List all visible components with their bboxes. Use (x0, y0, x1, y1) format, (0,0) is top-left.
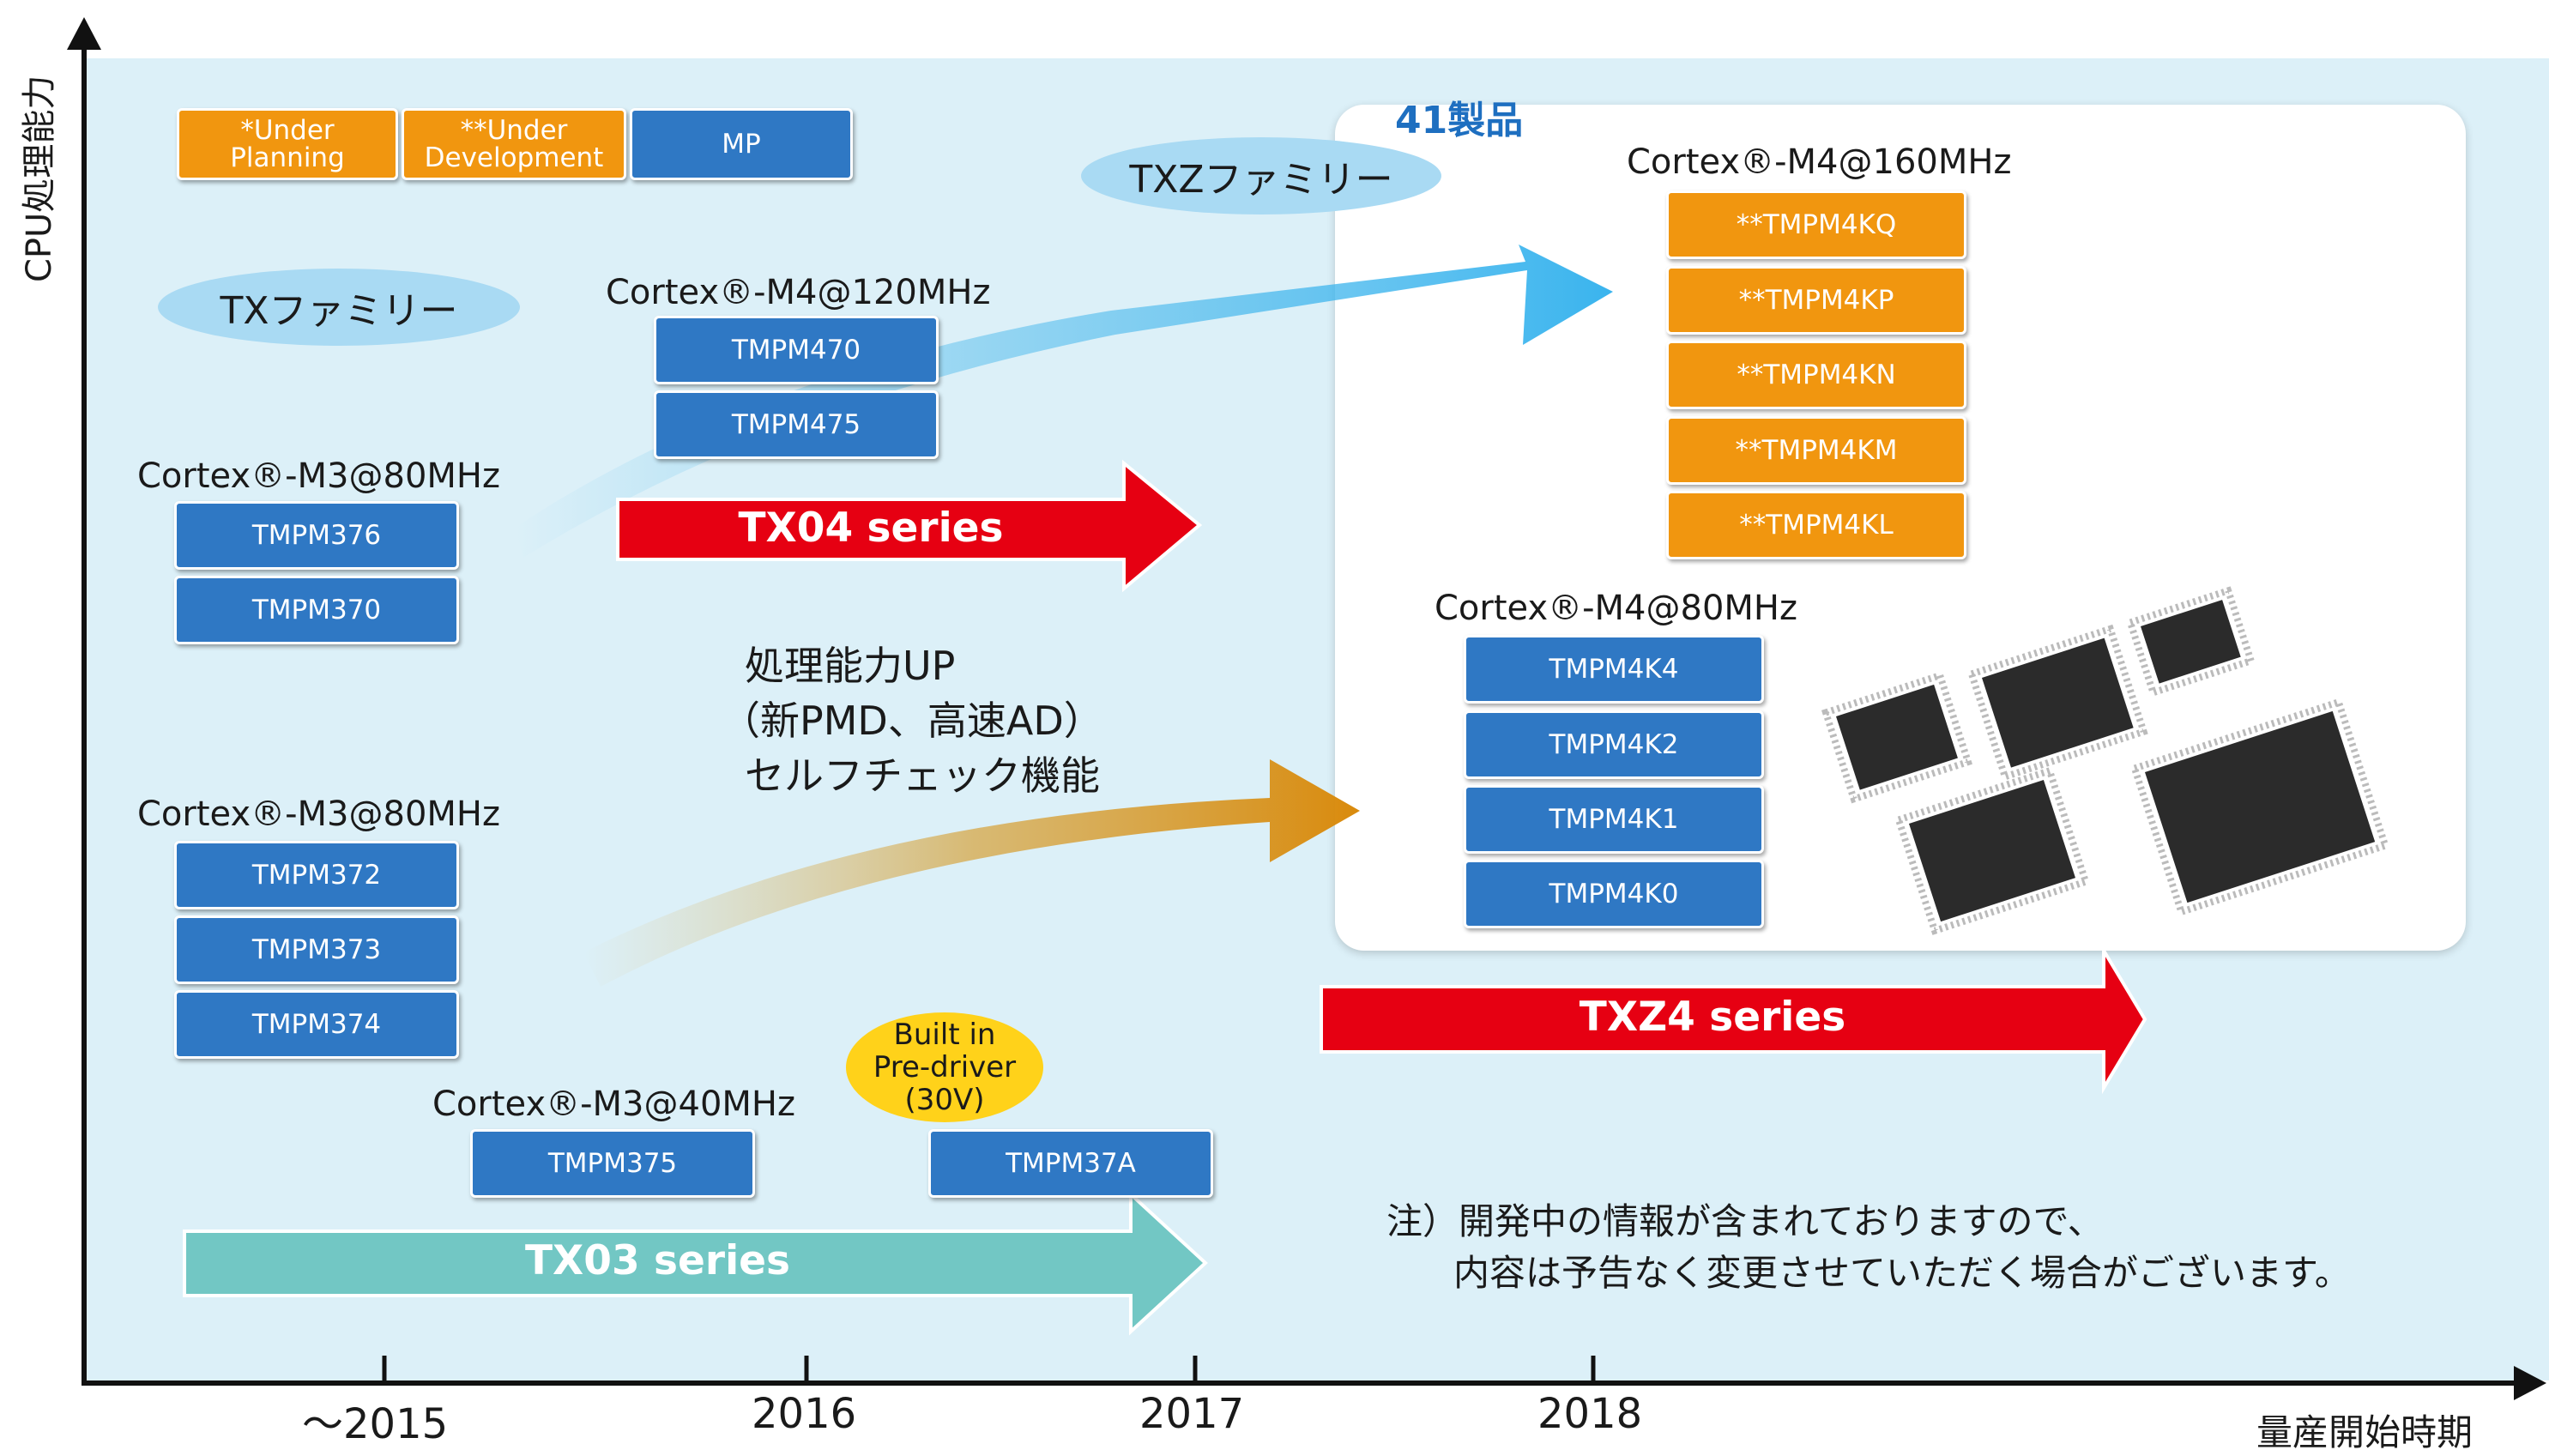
chip-tmpm376: TMPM376 (174, 501, 459, 570)
note-line-2: 内容は予告なく変更させていただく場合がございます。 (1453, 1252, 2351, 1294)
chip-4 (1894, 766, 2091, 935)
chip-tmpm37a: TMPM37A (928, 1129, 1213, 1198)
chip-tmpm4k4: TMPM4K4 (1464, 635, 1764, 704)
m3-80-a-label: Cortex®-M3@80MHz (137, 456, 500, 496)
chip-photo (1821, 586, 2390, 935)
m3-80-b-label: Cortex®-M3@80MHz (137, 794, 500, 834)
tx-family-badge: TXファミリー (158, 269, 520, 346)
m3-40-label: Cortex®-M3@40MHz (432, 1084, 795, 1124)
year-2018: 2018 (1537, 1390, 1643, 1438)
chip-3 (2125, 586, 2256, 698)
feature-line-2: （新PMD、高速AD） (721, 698, 1103, 744)
txz4-arrow-body (1321, 952, 2145, 987)
y-axis-title: CPU処理能力 (20, 75, 59, 282)
chip-tmpm470: TMPM470 (654, 316, 939, 384)
chip-tmpm4km: **TMPM4KM (1666, 416, 1966, 485)
chip-tmpm4k2: TMPM4K2 (1464, 710, 1764, 779)
txz4-series-arrow (1321, 952, 2145, 985)
tx04-series-arrow (616, 459, 1203, 593)
legend-mp: MP (630, 108, 853, 180)
y-axis-arrowhead (67, 17, 101, 50)
chip-tmpm373: TMPM373 (174, 915, 459, 984)
year-2016: 2016 (752, 1390, 857, 1438)
chip-tmpm372: TMPM372 (174, 841, 459, 909)
chip-tmpm4kl: **TMPM4KL (1666, 491, 1966, 559)
note-line-1: 注）開発中の情報が含まれておりますので、 (1386, 1200, 2104, 1242)
year-2015: ～2015 (302, 1400, 449, 1448)
tx04-series-label: TX04 series (738, 504, 1004, 552)
tx03-series-label: TX03 series (524, 1237, 791, 1284)
product-count: 41製品 (1395, 99, 1524, 142)
x-axis-arrowhead (2514, 1366, 2546, 1400)
chip-tmpm375: TMPM375 (470, 1129, 755, 1198)
feature-line-1: 処理能力UP (745, 643, 956, 689)
chip-tmpm370: TMPM370 (174, 576, 459, 644)
chip-1 (1821, 671, 1972, 804)
predriver-badge: Built in Pre-driver (30V) (846, 1012, 1043, 1122)
x-axis-title: 量産開始時期 (2256, 1411, 2473, 1453)
txz4-arrow-final (1321, 951, 2145, 987)
chip-tmpm475: TMPM475 (654, 390, 939, 459)
txz4-series-arrow-shape (1321, 951, 2145, 987)
txz4-red-arrow (1320, 944, 2147, 1095)
chip-tmpm4kp: **TMPM4KP (1666, 266, 1966, 335)
chip-tmpm374: TMPM374 (174, 990, 459, 1059)
tx03-series-arrow (183, 1190, 1208, 1336)
m4-160-label: Cortex®-M4@160MHz (1627, 142, 2012, 182)
legend-under-development: **Under Development (402, 108, 626, 180)
feature-upgrade-arrow (583, 759, 1360, 987)
txz4-series-shape (1321, 951, 2145, 987)
m4-120-label: Cortex®-M4@120MHz (606, 273, 991, 312)
chip-tmpm4kq: **TMPM4KQ (1666, 190, 1966, 259)
m4-80-label: Cortex®-M4@80MHz (1435, 589, 1797, 628)
year-2017: 2017 (1139, 1390, 1245, 1438)
chip-tmpm4kn: **TMPM4KN (1666, 341, 1966, 409)
legend-under-planning: *Under Planning (177, 108, 398, 180)
chip-5 (2129, 698, 2390, 916)
txz4-series-label: TXZ4 series (1579, 994, 1846, 1041)
feature-line-3: セルフチェック機能 (745, 752, 1100, 799)
chip-tmpm4k0: TMPM4K0 (1464, 860, 1764, 928)
chip-2 (1966, 624, 2148, 782)
chip-tmpm4k1: TMPM4K1 (1464, 785, 1764, 854)
txz-family-badge: TXZファミリー (1081, 137, 1441, 214)
